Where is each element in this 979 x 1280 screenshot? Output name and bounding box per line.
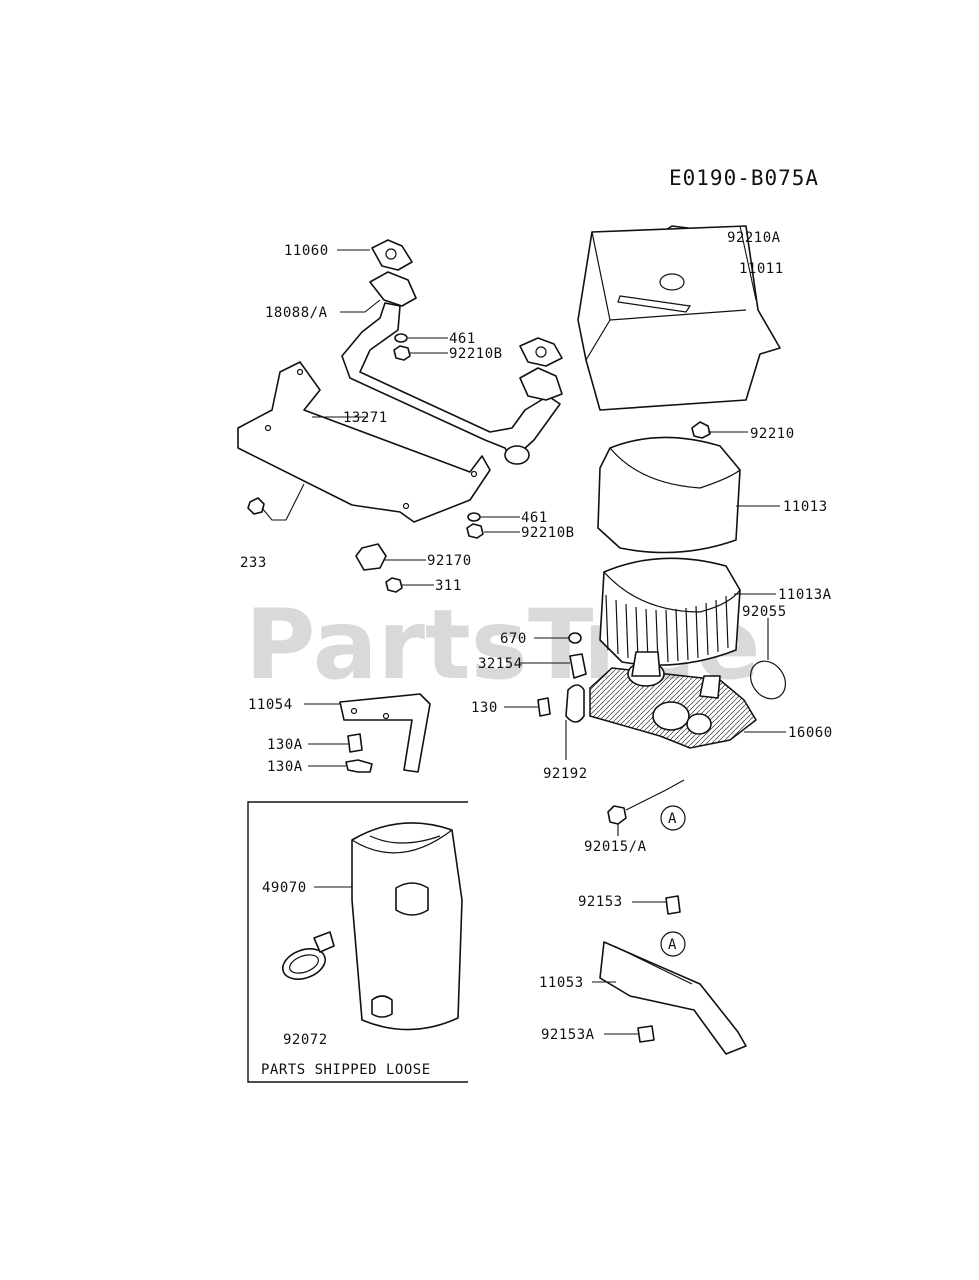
- muffler-clamp-92072: [281, 931, 335, 980]
- label-92210b-top: 92210B: [449, 346, 503, 362]
- bolt-130: [537, 697, 551, 717]
- label-311: 311: [435, 578, 462, 594]
- label-11013a: 11013A: [778, 587, 832, 603]
- bolt-92153a: [637, 1025, 655, 1043]
- label-92015-a: 92015/A: [584, 839, 647, 855]
- label-92170: 92170: [427, 553, 472, 569]
- label-49070: 49070: [262, 880, 307, 896]
- nut-311: [385, 577, 403, 593]
- air-cleaner-base-16060: [589, 651, 757, 749]
- label-130a-1: 130A: [267, 737, 303, 753]
- nut-92210b-top: [393, 345, 411, 361]
- bolt-233: [247, 483, 305, 521]
- leader-lines: [304, 225, 786, 1035]
- callout-circle-lower: A: [660, 931, 686, 957]
- label-92210b-bottom: 92210B: [521, 525, 575, 541]
- label-92210a: 92210A: [727, 230, 781, 246]
- callout-circle-upper: A: [660, 805, 686, 831]
- label-92055: 92055: [742, 604, 787, 620]
- muffler-49070: [351, 822, 463, 1031]
- hose-92192: [565, 684, 585, 723]
- label-92153: 92153: [578, 894, 623, 910]
- pre-filter-11013: [597, 436, 741, 554]
- callout-letter-upper: A: [668, 811, 677, 827]
- label-233: 233: [240, 555, 267, 571]
- label-130: 130: [471, 700, 498, 716]
- bolt-92153: [665, 895, 681, 915]
- air-filter-element-11013a: [599, 557, 741, 666]
- exhaust-gasket-11060: [371, 239, 413, 271]
- o-ring-92055: [749, 660, 787, 700]
- exhaust-pipe-18088: [341, 271, 563, 465]
- fitting-32154: [569, 653, 587, 679]
- nut-461-top: [394, 333, 408, 343]
- label-130a-2: 130A: [267, 759, 303, 775]
- part-labels: 11060 18088/A 461 92210B 13271 233 461 9…: [240, 230, 833, 1078]
- bracket-11053: [599, 941, 747, 1055]
- diagram-code: E0190-B075A: [669, 166, 819, 190]
- air-cleaner-cover-11011: [577, 225, 781, 411]
- label-11053: 11053: [539, 975, 584, 991]
- loose-parts-caption: PARTS SHIPPED LOOSE: [261, 1062, 431, 1078]
- callout-letter-lower: A: [668, 937, 677, 953]
- loose-parts-box: [247, 801, 468, 1083]
- label-11011: 11011: [739, 261, 784, 277]
- label-11054: 11054: [248, 697, 293, 713]
- label-92192: 92192: [543, 766, 588, 782]
- label-670: 670: [500, 631, 527, 647]
- label-32154: 32154: [478, 656, 523, 672]
- label-16060: 16060: [788, 725, 833, 741]
- label-18088-a: 18088/A: [265, 305, 328, 321]
- nut-92210: [691, 421, 711, 439]
- bolt-130a-1: [347, 733, 363, 753]
- heat-shield-13271: [237, 361, 491, 523]
- label-461-bottom: 461: [521, 510, 548, 526]
- nut-461-bottom: [467, 512, 481, 522]
- label-13271: 13271: [343, 410, 388, 426]
- label-92153a: 92153A: [541, 1027, 595, 1043]
- clamp-92170: [355, 543, 387, 571]
- label-92210: 92210: [750, 426, 795, 442]
- exhaust-gasket-right: [519, 337, 563, 367]
- nut-92210b-bottom: [466, 523, 484, 539]
- bolt-130a-2: [345, 759, 373, 773]
- label-92072: 92072: [283, 1032, 328, 1048]
- washer-670: [568, 632, 582, 644]
- label-11013: 11013: [783, 499, 828, 515]
- nut-92015: [607, 805, 627, 825]
- bracket-11054: [339, 693, 431, 773]
- label-461-top: 461: [449, 331, 476, 347]
- label-11060: 11060: [284, 243, 329, 259]
